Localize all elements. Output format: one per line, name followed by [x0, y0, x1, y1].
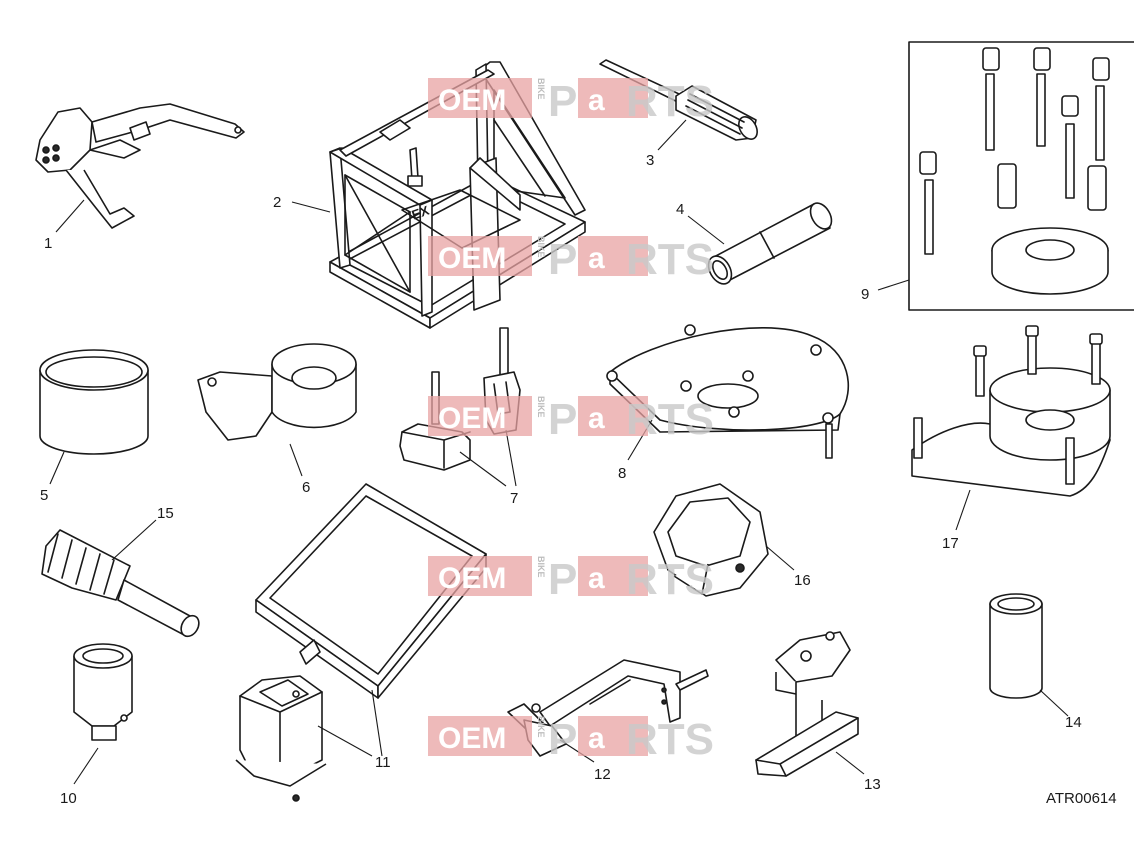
callout-3: 3 [646, 152, 654, 169]
leader-13 [835, 751, 865, 775]
part-10-adapter [73, 643, 133, 741]
leader-7a [459, 451, 507, 487]
svg-text:OEM: OEM [438, 562, 506, 595]
part-17-fixture [911, 325, 1111, 497]
svg-text:a: a [588, 722, 605, 755]
watermark-logo-2: OEM BIKE P a RTS [428, 235, 714, 284]
part-5-ring [39, 349, 149, 455]
part-14-sleeve [989, 593, 1043, 699]
part-16-castle-socket [653, 483, 769, 597]
leader-9 [877, 279, 910, 291]
callout-8: 8 [618, 465, 626, 482]
part-1-cam-tool [35, 103, 245, 229]
svg-text:BIKE: BIKE [536, 78, 546, 100]
callout-7: 7 [510, 490, 518, 507]
svg-text:RTS: RTS [626, 555, 714, 604]
svg-text:RTS: RTS [626, 395, 714, 444]
svg-text:a: a [588, 402, 605, 435]
svg-text:a: a [588, 84, 605, 117]
svg-text:OEM: OEM [438, 242, 506, 275]
leader-11a [317, 725, 373, 757]
svg-text:RTS: RTS [626, 77, 714, 126]
callout-12: 12 [594, 766, 611, 783]
leader-15 [111, 519, 157, 561]
svg-text:a: a [588, 242, 605, 275]
part-15-puller [41, 529, 200, 638]
svg-text:BIKE: BIKE [536, 236, 546, 258]
svg-text:a: a [588, 562, 605, 595]
callout-14: 14 [1065, 714, 1082, 731]
leader-12 [559, 739, 595, 763]
svg-text:P: P [548, 77, 577, 126]
callout-11: 11 [375, 754, 391, 771]
svg-text:P: P [548, 395, 577, 444]
svg-text:P: P [548, 715, 577, 764]
watermark-logo-3: OEM BIKE P a RTS [428, 395, 714, 444]
reference-code: ATR00614 [1046, 790, 1117, 807]
callout-16: 16 [794, 572, 811, 589]
callout-1: 1 [44, 235, 52, 252]
svg-text:BIKE: BIKE [536, 556, 546, 578]
svg-text:OEM: OEM [438, 402, 506, 435]
part-8-plate [606, 324, 850, 459]
leader-16 [765, 545, 795, 571]
watermark-logo-1: OEM BIKE P a RTS [428, 77, 714, 126]
callout-13: 13 [864, 776, 881, 793]
leader-6 [289, 443, 303, 477]
callout-17: 17 [942, 535, 959, 552]
part-13-t-holder [755, 631, 859, 777]
leader-1 [55, 199, 85, 233]
watermark-logo-4: OEM BIKE P a RTS [428, 555, 714, 604]
svg-text:OEM: OEM [438, 722, 506, 755]
leader-10 [73, 747, 99, 785]
leader-5 [49, 451, 65, 485]
leader-17 [955, 489, 971, 531]
part-2-stand-frame: EX [329, 61, 586, 329]
leader-14 [1039, 689, 1069, 717]
svg-text:BIKE: BIKE [536, 716, 546, 738]
svg-text:P: P [548, 235, 577, 284]
callout-15: 15 [157, 505, 174, 522]
watermark-logo-5: OEM BIKE P a RTS [428, 715, 714, 764]
callout-10: 10 [60, 790, 77, 807]
leader-4 [687, 215, 725, 245]
leader-11b [371, 689, 383, 757]
svg-text:RTS: RTS [626, 235, 714, 284]
callout-9: 9 [861, 286, 869, 303]
svg-text:P: P [548, 555, 577, 604]
callout-2: 2 [273, 194, 281, 211]
leader-3 [657, 119, 687, 151]
leader-2 [291, 201, 331, 213]
svg-text:OEM: OEM [438, 84, 506, 117]
callout-5: 5 [40, 487, 48, 504]
callout-4: 4 [676, 201, 684, 218]
part-4-socket [707, 202, 833, 285]
part-9-bolt-kit [908, 41, 1134, 311]
stamp-ex: EX [410, 202, 432, 222]
part-6-bracket [197, 343, 357, 441]
svg-text:RTS: RTS [626, 715, 714, 764]
svg-text:BIKE: BIKE [536, 396, 546, 418]
callout-6: 6 [302, 479, 310, 496]
leader-7b [505, 429, 517, 487]
